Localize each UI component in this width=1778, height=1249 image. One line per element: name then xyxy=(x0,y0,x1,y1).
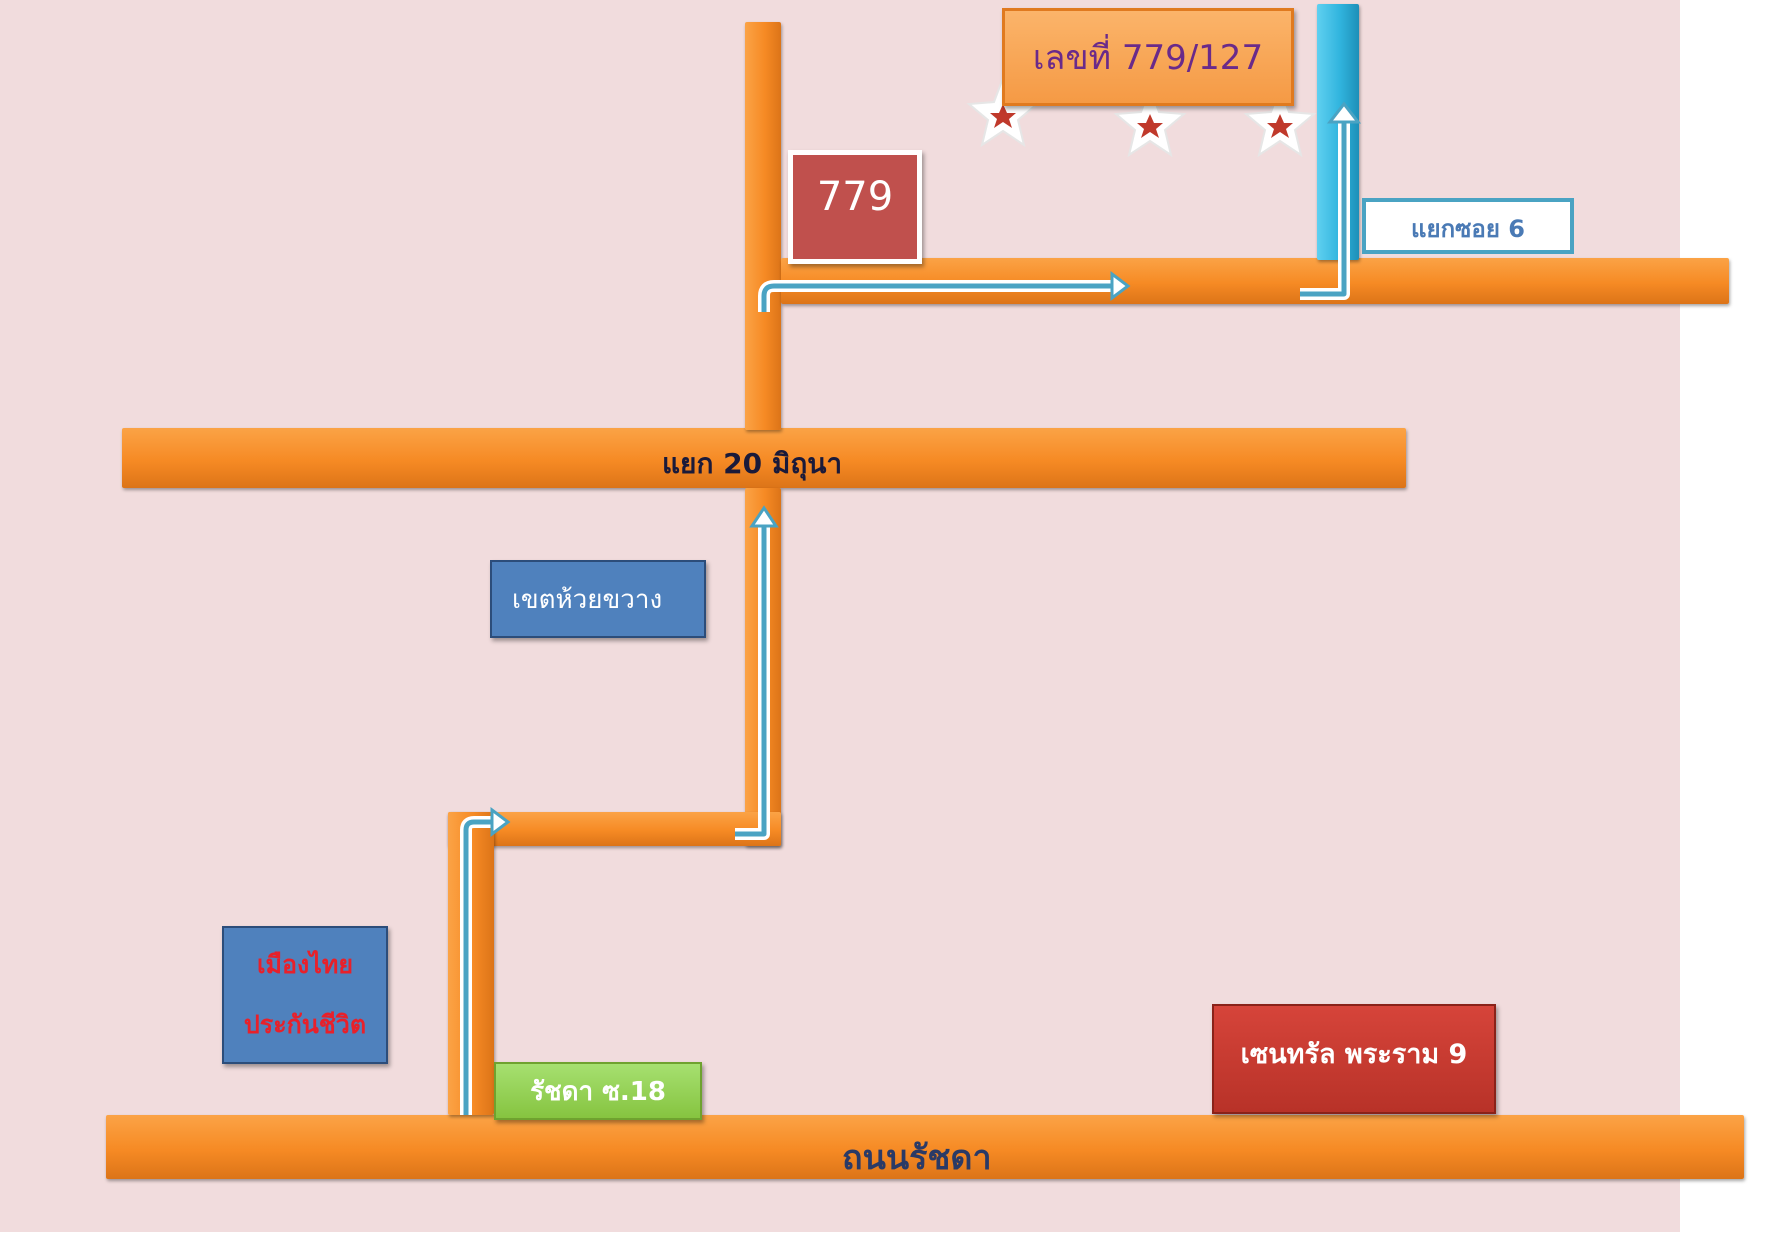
central-rama9-label: เซนทรัล พระราม 9 xyxy=(1212,1004,1496,1114)
road-vertical-lower xyxy=(448,812,494,1115)
road-horizontal-lower xyxy=(448,812,781,846)
ratchada-soi18-text: รัชดา ซ.18 xyxy=(530,1076,666,1107)
road-soi6-blue xyxy=(1317,4,1359,260)
district-text: เขตห้วยขวาง xyxy=(512,584,663,615)
muang-thai-line1: เมืองไทย xyxy=(257,950,353,979)
road-ratchada xyxy=(106,1115,1744,1179)
district-label: เขตห้วยขวาง xyxy=(490,560,706,638)
building-779: 779 xyxy=(788,150,922,264)
road-20-mithuna-label: แยก 20 มิถุนา xyxy=(662,447,843,480)
road-vertical-middle xyxy=(745,488,781,846)
ratchada-soi18-label: รัชดา ซ.18 xyxy=(494,1062,702,1120)
address-text: เลขที่ 779/127 xyxy=(1032,38,1264,78)
address-label: เลขที่ 779/127 xyxy=(1002,8,1294,106)
muang-thai-label: เมืองไทย ประกันชีวิต xyxy=(222,926,388,1064)
road-20-mithuna xyxy=(122,428,1406,488)
road-upper-branch xyxy=(781,258,1729,304)
junction-soi6-text: แยกซอย 6 xyxy=(1411,215,1525,243)
junction-soi6-label: แยกซอย 6 xyxy=(1362,198,1574,254)
central-rama9-text: เซนทรัล พระราม 9 xyxy=(1240,1039,1468,1070)
road-ratchada-label: ถนนรัชดา xyxy=(842,1138,992,1178)
road-vertical-upper xyxy=(745,22,781,430)
building-number: 779 xyxy=(816,174,894,220)
muang-thai-line2: ประกันชีวิต xyxy=(243,1010,367,1039)
